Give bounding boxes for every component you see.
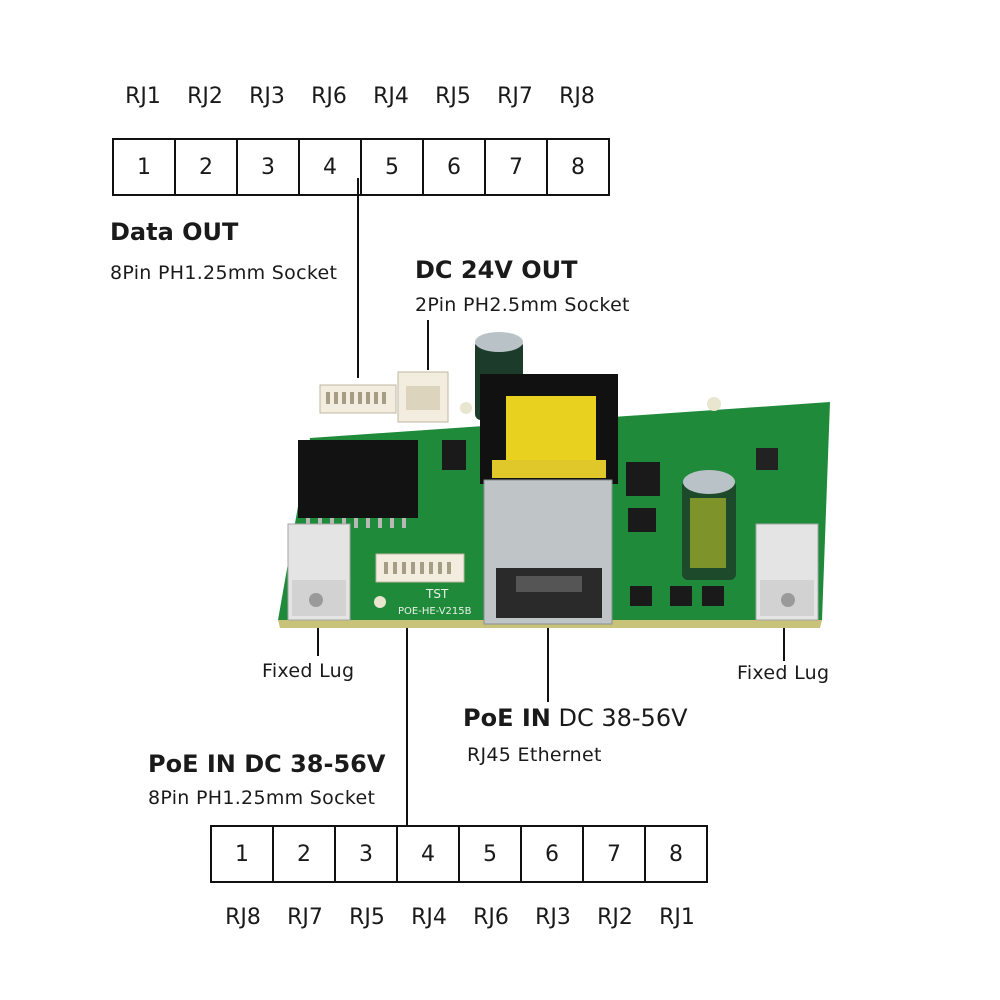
poe-rj45-title-rest: DC 38-56V xyxy=(558,704,688,732)
bottom-pin-cell: 2 xyxy=(274,827,336,881)
bottom-rj-label: RJ7 xyxy=(287,905,323,930)
data-out-subtitle: 8Pin PH1.25mm Socket xyxy=(110,262,338,284)
bottom-pin-cell: 4 xyxy=(398,827,460,881)
top-rj-label: RJ3 xyxy=(249,84,285,109)
bottom-rj-label: RJ3 xyxy=(535,905,571,930)
top-pin-table: 1 2 3 4 5 6 7 8 xyxy=(112,138,610,196)
top-pin-cell: 7 xyxy=(486,140,548,194)
bottom-rj-label: RJ1 xyxy=(659,905,695,930)
bottom-rj-label-row: RJ8 RJ7 RJ5 RJ4 RJ6 RJ3 RJ2 RJ1 xyxy=(212,905,708,930)
rj45-leader-line xyxy=(547,628,549,702)
bottom-pin-cell: 5 xyxy=(460,827,522,881)
bottom-pin-cell: 1 xyxy=(212,827,274,881)
top-rj-label: RJ2 xyxy=(187,84,223,109)
top-pin-cell: 4 xyxy=(300,140,362,194)
top-rj-label: RJ7 xyxy=(497,84,533,109)
top-pin-cell: 3 xyxy=(238,140,300,194)
data-out-title: Data OUT xyxy=(110,218,239,246)
top-pin-cell: 1 xyxy=(114,140,176,194)
top-pin-cell: 6 xyxy=(424,140,486,194)
top-rj-label: RJ6 xyxy=(311,84,347,109)
top-rj-label-row: RJ1 RJ2 RJ3 RJ6 RJ4 RJ5 RJ7 RJ8 xyxy=(112,84,608,109)
poe-rj45-title: PoE IN DC 38-56V xyxy=(463,704,688,732)
bottom-rj-label: RJ2 xyxy=(597,905,633,930)
top-rj-label: RJ1 xyxy=(125,84,161,109)
magnetics-chip xyxy=(298,440,418,518)
right-lug-label: Fixed Lug xyxy=(737,662,830,684)
data-out-leader-line xyxy=(357,178,359,378)
poe-rj45-subtitle: RJ45 Ethernet xyxy=(467,744,602,766)
top-rj-label: RJ8 xyxy=(559,84,595,109)
dc-out-title: DC 24V OUT xyxy=(415,256,578,284)
bottom-pin-cell: 8 xyxy=(669,841,683,867)
bottom-rj-label: RJ4 xyxy=(411,905,447,930)
bottom-rj-label: RJ6 xyxy=(473,905,509,930)
silk-model: POE-HE-V215B xyxy=(398,606,472,617)
mount-hole-icon xyxy=(460,402,472,414)
top-pin-cell: 5 xyxy=(362,140,424,194)
poe-rj45-title-bold: PoE IN xyxy=(463,704,551,732)
bottom-pin-table: 1 2 3 4 5 6 7 8 xyxy=(210,825,708,883)
mount-hole-icon xyxy=(374,596,386,608)
mount-hole-icon xyxy=(707,397,721,411)
bottom-pin-cell: 6 xyxy=(522,827,584,881)
top-rj-label: RJ5 xyxy=(435,84,471,109)
top-pin-cell: 8 xyxy=(571,154,585,180)
bottom-pin-cell: 3 xyxy=(336,827,398,881)
dc-out-subtitle: 2Pin PH2.5mm Socket xyxy=(415,294,630,316)
left-lug-leader-line xyxy=(317,620,319,656)
bottom-socket-leader-line xyxy=(406,580,408,825)
top-rj-label: RJ4 xyxy=(373,84,409,109)
silk-brand: TST xyxy=(425,587,449,601)
bottom-rj-label: RJ5 xyxy=(349,905,385,930)
pcb-board: TST POE-HE-V215B xyxy=(278,332,830,628)
top-pin-cell: 2 xyxy=(176,140,238,194)
poe-socket-title: PoE IN DC 38-56V xyxy=(148,750,386,778)
poe-socket-subtitle: 8Pin PH1.25mm Socket xyxy=(148,787,376,809)
right-lug-leader-line xyxy=(783,625,785,661)
bottom-rj-label: RJ8 xyxy=(225,905,261,930)
dc-out-leader-line xyxy=(427,320,429,370)
left-lug-label: Fixed Lug xyxy=(262,660,355,682)
bottom-pin-cell: 7 xyxy=(584,827,646,881)
